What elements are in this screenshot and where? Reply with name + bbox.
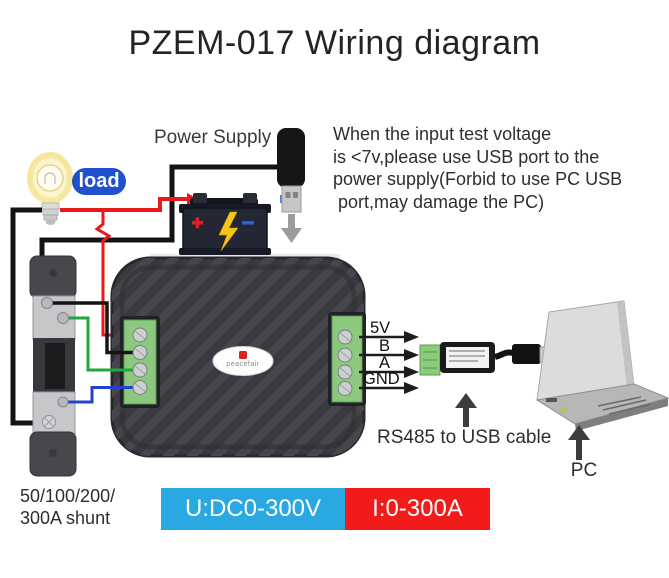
pzem-device-illustration: [110, 256, 366, 458]
right-terminal-screws: [337, 329, 353, 396]
wire-black-load-to-shunt: [10, 207, 47, 426]
brand-logo-icon: [239, 351, 247, 359]
laptop-icon: [535, 300, 669, 431]
usb-connector-icon: [277, 128, 305, 243]
rs485-callout-arrow: [455, 393, 477, 427]
light-bulb-icon: [27, 152, 73, 225]
brand-badge: [212, 346, 274, 376]
rs485-adapter-icon: [419, 342, 557, 376]
shunt-illustration: [29, 255, 77, 477]
battery-icon: [179, 193, 271, 255]
pin-arrows: [359, 331, 419, 394]
pc-callout-arrow: [568, 425, 590, 460]
wire-black-shunt-sense: [50, 301, 140, 355]
wire-blue-shunt-sense: [63, 386, 140, 404]
shunt-screws: [41, 297, 69, 429]
wire-green-shunt-sense: [63, 316, 140, 372]
left-terminal-screws: [132, 327, 148, 395]
